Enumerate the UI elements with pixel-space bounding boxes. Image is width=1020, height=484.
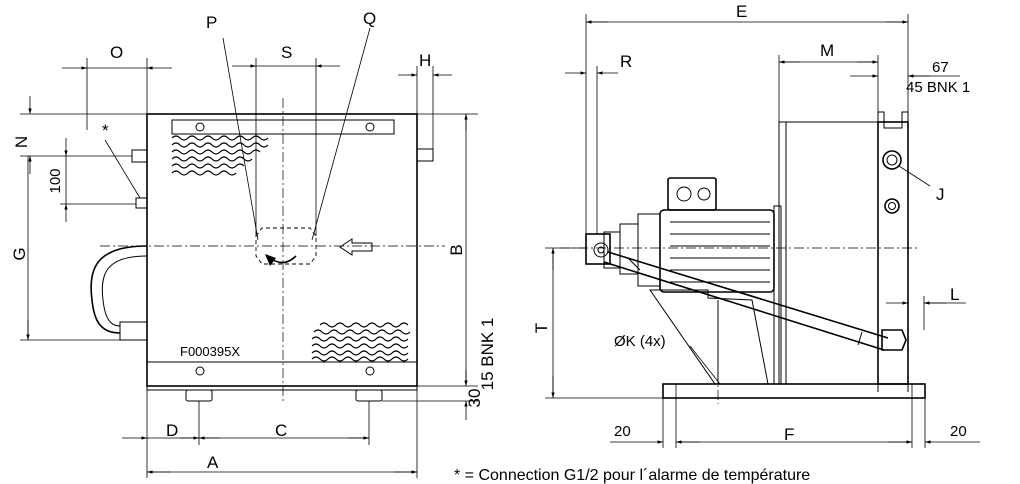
port-mid-inner	[888, 202, 896, 210]
label-100: 100	[47, 168, 64, 193]
label-20-left: 20	[614, 423, 631, 440]
label-O: O	[110, 43, 123, 62]
pressure-hose-top	[607, 251, 889, 339]
foot-left	[185, 389, 213, 402]
top-bolt-left	[195, 122, 205, 132]
label-20-right: 20	[950, 423, 967, 440]
fitting-top	[131, 149, 148, 163]
hose-inner	[101, 255, 148, 327]
label-B: B	[447, 244, 466, 255]
label-45-bnk1: 45 BNK 1	[906, 79, 970, 96]
label-67: 67	[932, 59, 949, 76]
label-OK: ØK (4x)	[614, 333, 666, 350]
top-bolt-right	[365, 122, 375, 132]
port-J-inner	[886, 154, 898, 166]
part-code: F000395X	[180, 344, 240, 359]
label-J: J	[936, 185, 945, 204]
terminal-box	[667, 177, 717, 211]
pump-adapter	[619, 223, 639, 275]
fitting-alarm	[135, 197, 148, 209]
label-P: P	[206, 13, 217, 32]
airflow-arrow	[339, 238, 373, 256]
pump-head	[585, 233, 611, 265]
footnote: * = Connection G1/2 pour l´alarme de tem…	[454, 467, 810, 484]
label-star: *	[102, 121, 109, 140]
base-plate	[146, 385, 418, 391]
cooler-fins-top	[171, 135, 269, 176]
label-H: H	[419, 51, 431, 70]
side-base-plate	[662, 383, 926, 399]
label-N: N	[12, 136, 31, 148]
pump-outline	[255, 227, 317, 265]
label-D: D	[166, 421, 178, 440]
side-view	[560, 111, 931, 404]
label-G: G	[10, 247, 29, 260]
label-A: A	[207, 453, 219, 472]
cooler-fins-bottom	[311, 322, 411, 362]
motor-support	[649, 289, 769, 385]
fan-shroud-left	[773, 205, 782, 385]
hose-outer	[90, 245, 148, 334]
front-dimensions	[20, 58, 478, 478]
leader-OK	[689, 345, 721, 385]
label-T: T	[532, 323, 551, 333]
label-E: E	[736, 2, 747, 21]
bottom-port	[881, 329, 907, 351]
leader-star	[104, 139, 141, 199]
front-view	[90, 27, 445, 402]
side-dimensions	[545, 14, 980, 448]
cooler-block	[877, 121, 909, 385]
foot-right	[355, 389, 383, 402]
label-F: F	[784, 425, 794, 444]
port-mid-outer	[884, 198, 900, 214]
label-L: L	[950, 285, 959, 304]
leader-J	[898, 165, 931, 187]
label-15-bnk1: 15 BNK 1	[478, 318, 497, 391]
port-J-outer	[882, 150, 902, 170]
cooler-top-bracket	[877, 111, 909, 129]
side-port	[416, 148, 434, 162]
bottom-bolt-left	[195, 366, 205, 376]
cooler-bottom-bracket	[877, 384, 909, 392]
fan-housing	[785, 121, 879, 385]
fan-shroud-ring	[778, 121, 787, 385]
bottom-bolt-right	[365, 366, 375, 376]
pressure-hose-bottom	[603, 261, 885, 351]
label-S: S	[281, 43, 292, 62]
rotation-arrowhead	[265, 254, 276, 266]
label-M: M	[820, 41, 834, 60]
label-Q: Q	[363, 9, 376, 28]
leader-P	[222, 37, 259, 241]
leader-Q	[311, 27, 371, 241]
motor-flange	[637, 213, 661, 287]
fitting-bottom	[119, 321, 148, 341]
label-30: 30	[465, 389, 484, 408]
bottom-frame	[146, 361, 418, 387]
label-R: R	[620, 52, 632, 71]
label-C: C	[275, 421, 287, 440]
